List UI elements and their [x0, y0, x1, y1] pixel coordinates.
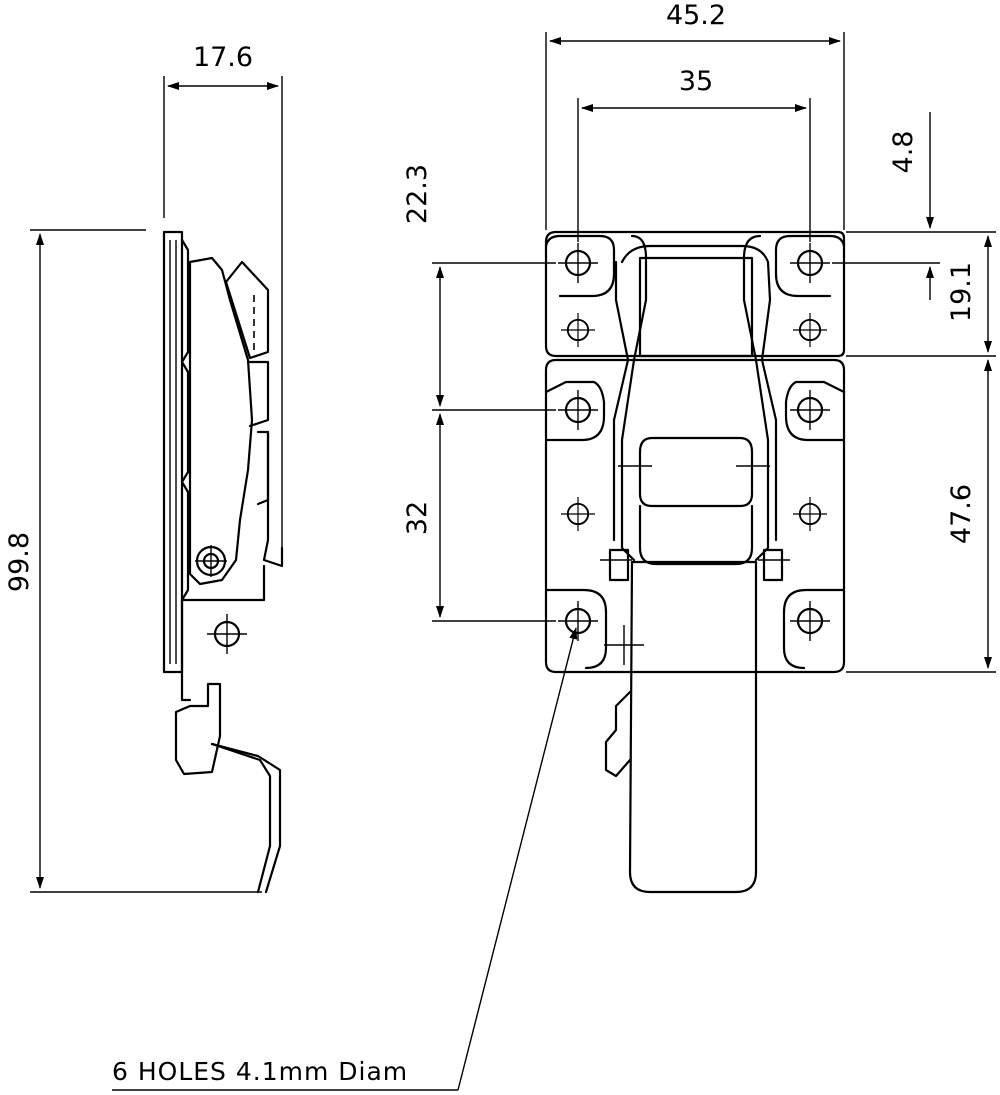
front-view — [544, 230, 846, 894]
hole-note-leader: 6 HOLES 4.1mm Diam — [112, 627, 578, 1091]
dim-hole-spacing-x: 35 — [679, 66, 713, 97]
dim-side-depth: 17.6 — [193, 42, 253, 73]
dim-plate-height: 19.1 — [946, 262, 977, 322]
side-view — [162, 230, 284, 894]
dim-hole-spacing-y: 32 — [402, 501, 433, 535]
mounting-holes — [556, 241, 832, 643]
dim-overall-width: 45.2 — [666, 0, 726, 31]
dim-overall-height: 99.8 — [4, 532, 35, 592]
side-dimensions: 17.6 99.8 — [4, 42, 283, 893]
dim-offset-top: 4.8 — [888, 131, 919, 174]
dim-base-height: 47.6 — [946, 484, 977, 544]
dim-top-to-hole: 22.3 — [402, 164, 433, 224]
front-dimensions: 45.2 35 22.3 32 4.8 19.1 47.6 — [402, 0, 996, 673]
hole-note: 6 HOLES 4.1mm Diam — [112, 1057, 408, 1086]
